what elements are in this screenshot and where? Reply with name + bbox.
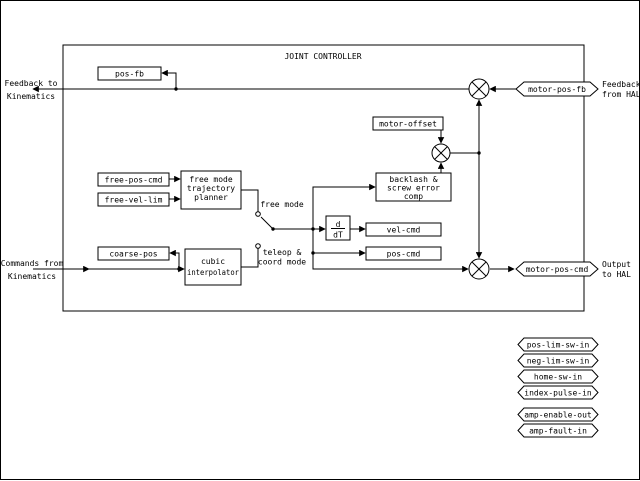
output-to-hal-label: to HAL: [602, 270, 631, 279]
trajectory-planner-label: trajectory: [187, 184, 235, 193]
wire-interp-to-switch: [239, 248, 259, 268]
junction-dot: [177, 267, 181, 271]
teleop-coord-mode-label: coord mode: [258, 258, 306, 267]
switch-pole-dot: [271, 227, 275, 231]
trajectory-planner-label: planner: [194, 193, 228, 202]
cubic-interpolator-label: cubic: [201, 257, 225, 266]
derivative-box: [325, 215, 351, 241]
summing-junction-c: [468, 258, 490, 280]
free-pos-cmd-label: free-pos-cmd: [105, 176, 163, 185]
motor-pos-fb-tag-label: motor-pos-fb: [528, 85, 586, 94]
pos-cmd-label: pos-cmd: [387, 250, 421, 259]
free-vel-lim-box: [97, 192, 170, 207]
home-sw-in-tag: [517, 369, 599, 384]
summing-junction-b: [431, 143, 451, 163]
index-pulse-in-tag: [517, 385, 599, 400]
trajectory-planner-box: [180, 170, 242, 210]
motor-pos-cmd-tag: [515, 261, 599, 277]
pos-lim-sw-in-tag: [517, 337, 599, 352]
coarse-pos-box: [97, 246, 170, 261]
junction-dot: [477, 151, 481, 155]
switch-arm: [260, 216, 274, 230]
sum-cross: [471, 261, 487, 277]
motor-offset-box: [372, 116, 444, 131]
amp-enable-out-label: amp-enable-out: [524, 411, 592, 420]
free-pos-cmd-box: [97, 172, 170, 187]
cubic-interpolator-label: interpolator: [187, 268, 239, 277]
wires: [32, 69, 516, 273]
motor-pos-cmd-tag-label: motor-pos-cmd: [526, 265, 589, 274]
neg-lim-sw-in-label: neg-lim-sw-in: [527, 357, 590, 366]
backlash-comp-box: [375, 172, 452, 202]
output-to-hal-label: Output: [602, 260, 631, 269]
commands-from-kinematics-label: Commands from: [1, 259, 63, 268]
wire-planner-to-switch: [241, 189, 259, 212]
free-mode-label: free mode: [260, 200, 304, 209]
switch-contact-teleop: [255, 243, 261, 249]
amp-fault-in-tag: [517, 423, 599, 438]
backlash-comp-label: backlash &: [389, 175, 437, 184]
coarse-pos-label: coarse-pos: [109, 250, 157, 259]
wire-branch-to-sum-c: [312, 229, 469, 273]
amp-enable-out-tag: [517, 407, 599, 422]
switch-contact-free-mode: [255, 211, 261, 217]
index-pulse-in-label: index-pulse-in: [524, 389, 592, 398]
feedback-to-kinematics-label: Feedback to: [5, 79, 58, 88]
pos-cmd-box: [365, 246, 442, 261]
junction-dot: [311, 251, 315, 255]
trajectory-planner-label: free mode: [189, 175, 233, 184]
feedback-to-kinematics-label: Kinematics: [7, 92, 55, 101]
pos-fb-label: pos-fb: [115, 70, 144, 79]
home-sw-in-label: home-sw-in: [534, 373, 582, 382]
sum-cross: [434, 146, 448, 160]
amp-fault-in-label: amp-fault-in: [529, 427, 587, 436]
neg-lim-sw-in-tag: [517, 353, 599, 368]
commands-from-kinematics-label: Kinematics: [8, 272, 56, 281]
diagram-title: JOINT CONTROLLER: [284, 52, 361, 61]
wire-branch-to-backlash: [312, 183, 376, 229]
sum-cross: [471, 81, 487, 97]
junction-dot: [311, 227, 315, 231]
vel-cmd-label: vel-cmd: [387, 226, 421, 235]
junction-dot: [174, 87, 178, 91]
junction-dots: [174, 87, 481, 271]
backlash-comp-label: comp: [404, 192, 423, 201]
pos-lim-sw-in-label: pos-lim-sw-in: [527, 341, 590, 350]
wire-pos-fb-tap: [161, 69, 177, 89]
derivative-numerator: d: [336, 220, 341, 229]
motor-pos-fb-tag: [515, 81, 599, 97]
feedback-from-hal-label: from HAL: [602, 90, 640, 99]
vel-cmd-box: [365, 222, 442, 237]
summing-junction-a: [468, 78, 490, 100]
free-vel-lim-label: free-vel-lim: [105, 196, 163, 205]
feedback-from-hal-label: Feedback: [602, 80, 640, 89]
wire-coarse-pos-tap: [169, 249, 180, 269]
derivative-denominator: dT: [333, 231, 343, 240]
teleop-coord-mode-label: teleop &: [263, 248, 302, 257]
pos-fb-box: [97, 66, 162, 81]
motor-offset-label: motor-offset: [379, 120, 437, 129]
hal-pin-list: [517, 337, 599, 438]
backlash-comp-label: screw error: [387, 184, 440, 193]
cubic-interpolator-box: [184, 248, 242, 286]
